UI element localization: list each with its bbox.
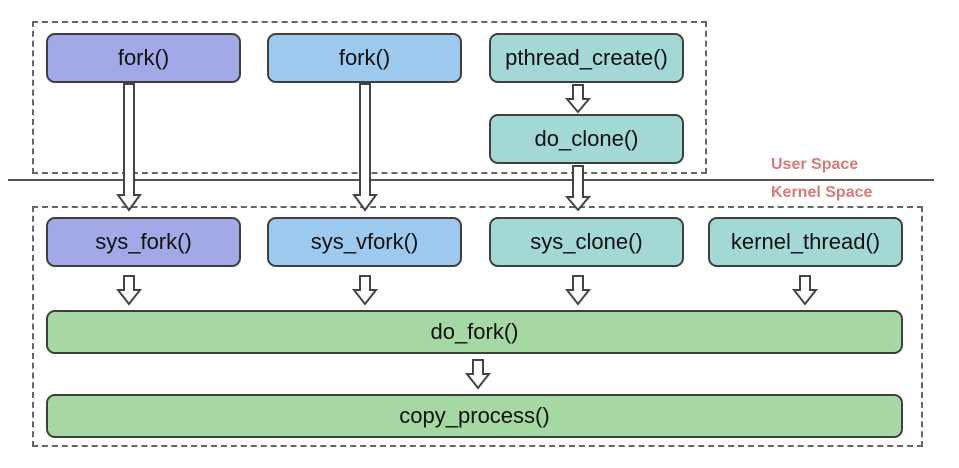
do-clone-box: do_clone() <box>489 114 684 164</box>
arrow-pthread-to-do-clone <box>564 84 592 114</box>
fork-box-1: fork() <box>46 33 241 83</box>
user-kernel-divider <box>8 179 934 181</box>
fork-box-2: fork() <box>267 33 462 83</box>
sys-vfork-box: sys_vfork() <box>267 217 462 267</box>
kernel-space-label: Kernel Space <box>771 184 873 201</box>
arrow-sys-fork-to-do-fork <box>115 275 143 306</box>
do-fork-box: do_fork() <box>46 310 903 354</box>
sys-clone-box: sys_clone() <box>489 217 684 267</box>
arrow-do-clone-to-sys-clone <box>564 165 592 212</box>
arrow-fork-to-sys-vfork <box>352 83 378 212</box>
arrow-do-fork-to-copy-process <box>464 359 492 390</box>
arrow-kernel-thread-to-do-fork <box>791 275 819 306</box>
arrow-sys-vfork-to-do-fork <box>351 275 379 306</box>
kernel-thread-box: kernel_thread() <box>708 217 903 267</box>
user-space-label: User Space <box>771 156 859 173</box>
copy-process-box: copy_process() <box>46 394 903 438</box>
kernel-space-region <box>32 206 923 447</box>
arrow-sys-clone-to-do-fork <box>564 275 592 306</box>
arrow-fork-to-sys-fork <box>116 83 142 212</box>
pthread-create-box: pthread_create() <box>489 33 684 83</box>
sys-fork-box: sys_fork() <box>46 217 241 267</box>
